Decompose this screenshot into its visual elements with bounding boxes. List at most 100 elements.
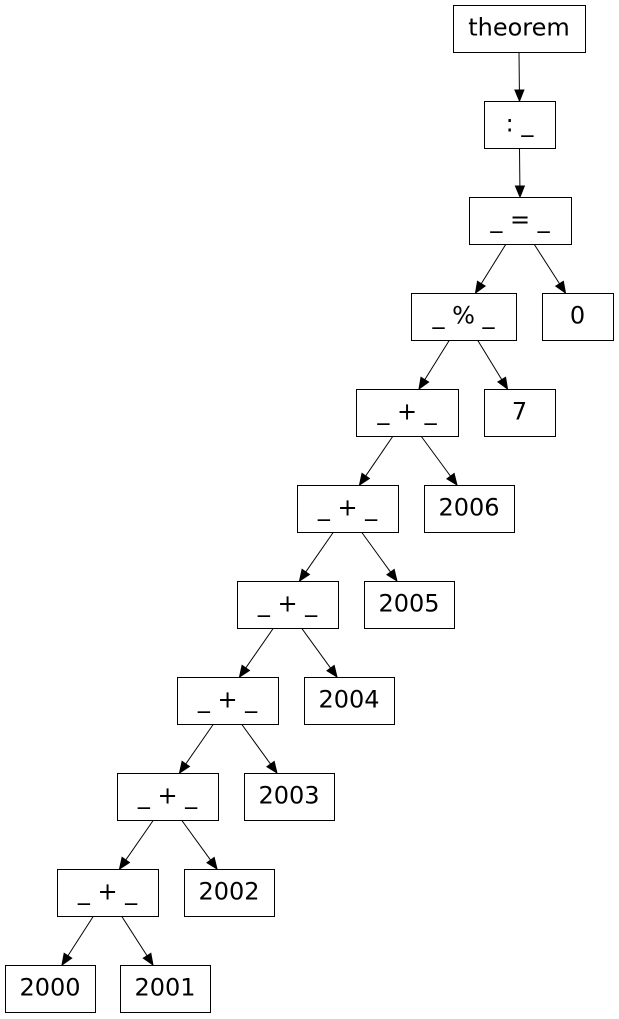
tree-edge [118, 819, 154, 871]
node-label: : _ [506, 110, 535, 138]
node-label: theorem [468, 14, 570, 42]
tree-edge [178, 723, 214, 775]
tree-edge [181, 819, 218, 871]
tree-node: _ + _ [237, 581, 339, 629]
node-box [424, 485, 515, 533]
edge-line [361, 531, 391, 573]
tree-edge [241, 723, 278, 775]
tree-node: _ + _ [356, 389, 459, 437]
node-label: 7 [512, 398, 527, 426]
node-box [5, 965, 96, 1013]
arrowhead-icon [118, 856, 131, 871]
edge-line [245, 627, 274, 669]
node-box [237, 581, 339, 629]
node-box [177, 677, 279, 725]
arrowhead-icon [418, 376, 430, 391]
arrowhead-icon [206, 856, 218, 871]
arrowhead-icon [358, 472, 371, 487]
tree-edge [514, 51, 525, 103]
node-label: 2002 [198, 878, 259, 906]
arrowhead-icon [514, 185, 526, 199]
tree-edge [418, 339, 450, 391]
edge-line [477, 339, 503, 380]
edge-line [121, 915, 148, 957]
tree-node: _ + _ [297, 485, 399, 533]
arrowhead-icon [61, 952, 73, 967]
tree-node: 2003 [244, 773, 335, 821]
node-box [484, 101, 556, 149]
edge-line [125, 819, 154, 861]
edge-line [241, 723, 271, 765]
arrowhead-icon [497, 376, 509, 391]
node-box [542, 293, 614, 341]
arrowhead-icon [386, 568, 398, 583]
edge-line [480, 243, 507, 284]
tree-edge [477, 339, 509, 391]
edge-line [420, 435, 451, 477]
edge-line [365, 435, 394, 477]
node-box [469, 197, 572, 245]
node-label: _ + _ [197, 686, 258, 714]
tree-edge [474, 243, 507, 295]
tree-node: _ + _ [117, 773, 219, 821]
edge-line [305, 531, 334, 573]
node-box [120, 965, 211, 1013]
node-box [57, 869, 159, 917]
arrowhead-icon [445, 472, 458, 487]
node-box [297, 485, 399, 533]
tree-node: 2002 [184, 869, 275, 917]
node-box [117, 773, 219, 821]
tree-edge [420, 435, 458, 487]
tree-edge [358, 435, 394, 487]
tree-node: 2000 [5, 965, 96, 1013]
arrowhead-icon [554, 280, 567, 295]
tree-node: _ + _ [177, 677, 279, 725]
tree-edge [533, 243, 567, 295]
tree-node: 2005 [364, 581, 455, 629]
tree-edge [298, 531, 334, 583]
tree-edge [301, 627, 338, 679]
node-label: 2001 [134, 974, 195, 1002]
tree-edge [361, 531, 398, 583]
tree-node: 7 [484, 389, 556, 437]
nodes-layer: theorem : _ _ = _ _ % _ 0 _ + _ 7 _ + _ 2006 _ + … [5, 5, 614, 1013]
tree-node: : _ [484, 101, 556, 149]
node-label: _ % _ [431, 302, 495, 330]
node-label: 2005 [378, 590, 439, 618]
arrowhead-icon [298, 568, 311, 583]
tree-edge [238, 627, 274, 679]
node-label: 2004 [318, 686, 379, 714]
node-label: _ + _ [376, 398, 437, 426]
node-box [304, 677, 395, 725]
edge-line [185, 723, 214, 765]
node-box [244, 773, 335, 821]
tree-edge [121, 915, 154, 967]
edge-line [181, 819, 211, 861]
tree-node: 2004 [304, 677, 395, 725]
arrowhead-icon [178, 760, 191, 775]
tree-node: _ % _ [411, 293, 517, 341]
node-label: 2006 [438, 494, 499, 522]
arrowhead-icon [326, 664, 338, 679]
edge-line [533, 243, 560, 285]
node-label: _ + _ [137, 782, 198, 810]
arrowhead-icon [514, 89, 525, 103]
node-label: _ + _ [257, 590, 318, 618]
edge-line [301, 627, 331, 669]
tree-node: _ = _ [469, 197, 572, 245]
tree-edge [61, 915, 94, 967]
arrowhead-icon [142, 952, 154, 967]
node-box [411, 293, 517, 341]
edge-line [424, 339, 450, 380]
node-label: _ + _ [77, 878, 138, 906]
arrowhead-icon [266, 760, 278, 775]
node-label: _ + _ [317, 494, 378, 522]
tree-node: 2006 [424, 485, 515, 533]
tree-edge [514, 147, 526, 199]
node-label: 2000 [19, 974, 80, 1002]
node-box [453, 5, 586, 53]
arrowhead-icon [474, 280, 487, 295]
node-box [484, 389, 556, 437]
node-label: 0 [570, 302, 585, 330]
